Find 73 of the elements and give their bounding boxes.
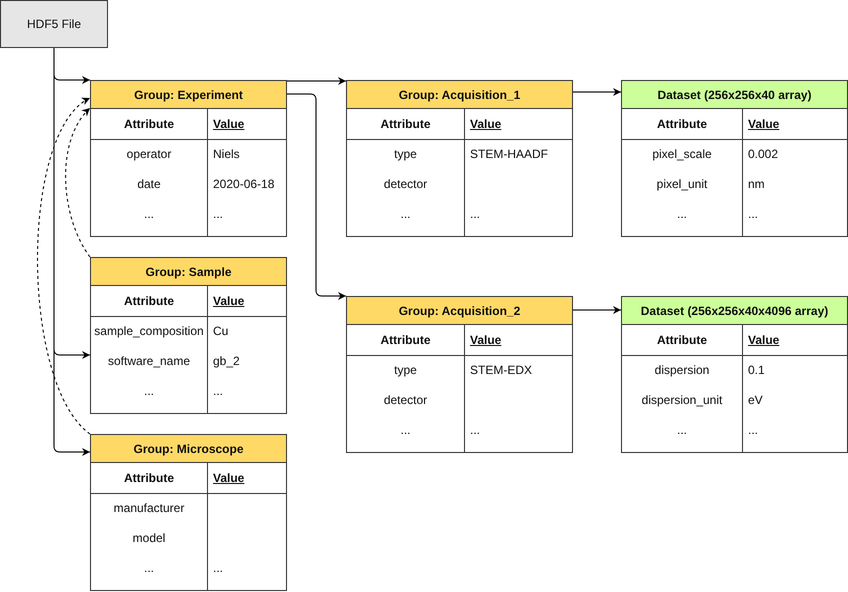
column-header: Attribute bbox=[657, 109, 707, 139]
attribute-name: operator bbox=[126, 139, 172, 169]
attribute-name: model bbox=[132, 523, 166, 553]
attribute-name: detector bbox=[384, 169, 428, 199]
attribute-value: ... bbox=[213, 376, 224, 406]
attribute-table bbox=[621, 296, 848, 453]
attribute-value: 2020-06-18 bbox=[213, 169, 274, 199]
attribute-table bbox=[90, 434, 287, 591]
attribute-value: nm bbox=[748, 169, 765, 199]
column-header: Value bbox=[213, 286, 244, 316]
column-header: Value bbox=[213, 463, 244, 493]
column-header: Attribute bbox=[657, 325, 707, 355]
arrow bbox=[572, 88, 622, 96]
table-title: Group: Acquisition_2 bbox=[347, 297, 572, 325]
attribute-value: STEM-EDX bbox=[470, 355, 532, 385]
attribute-value: eV bbox=[748, 385, 763, 415]
attribute-table bbox=[90, 257, 287, 414]
column-header: Attribute bbox=[380, 109, 430, 139]
attribute-name: sample_composition bbox=[94, 316, 204, 346]
attribute-name: date bbox=[137, 169, 161, 199]
table-title: Group: Acquisition_1 bbox=[347, 81, 572, 109]
table-title: Group: Sample bbox=[91, 258, 286, 286]
attribute-name: manufacturer bbox=[114, 493, 184, 523]
arrow bbox=[572, 306, 622, 314]
attribute-value: ... bbox=[213, 553, 224, 583]
attribute-name: ... bbox=[400, 415, 410, 445]
attribute-table bbox=[346, 80, 573, 237]
attribute-name: type bbox=[394, 355, 417, 385]
attribute-name: ... bbox=[677, 415, 687, 445]
column-header: Value bbox=[213, 109, 244, 139]
attribute-name: pixel_scale bbox=[652, 139, 712, 169]
attribute-name: dispersion_unit bbox=[642, 385, 722, 415]
attribute-name: detector bbox=[384, 385, 428, 415]
attribute-name: ... bbox=[677, 199, 687, 229]
attribute-value: ... bbox=[748, 415, 758, 445]
attribute-name: ... bbox=[144, 553, 154, 583]
column-header: Value bbox=[748, 325, 780, 355]
attribute-name: type bbox=[394, 139, 417, 169]
dashed-arrow bbox=[65, 108, 90, 258]
attribute-value: Niels bbox=[213, 139, 240, 169]
column-header: Attribute bbox=[124, 286, 174, 316]
attribute-value: Cu bbox=[213, 316, 228, 346]
attribute-value: ... bbox=[748, 199, 758, 229]
arrow bbox=[286, 94, 346, 300]
attribute-value: ... bbox=[470, 199, 480, 229]
table-title: Dataset (256x256x40x4096 array) bbox=[622, 297, 847, 325]
table-title: Group: Microscope bbox=[91, 435, 286, 463]
attribute-table bbox=[90, 80, 287, 237]
attribute-name: pixel_unit bbox=[656, 169, 708, 199]
column-header: Value bbox=[470, 109, 502, 139]
column-header: Attribute bbox=[124, 109, 174, 139]
column-header: Attribute bbox=[124, 463, 174, 493]
attribute-name: ... bbox=[144, 376, 154, 406]
table-title: Group: Experiment bbox=[91, 81, 286, 109]
attribute-table bbox=[621, 80, 848, 237]
attribute-value: ... bbox=[213, 199, 224, 229]
attribute-name: dispersion bbox=[654, 355, 710, 385]
arrow bbox=[286, 77, 346, 85]
attribute-value: 0.1 bbox=[748, 355, 765, 385]
attribute-value: gb_2 bbox=[213, 346, 240, 376]
attribute-name: software_name bbox=[108, 346, 190, 376]
dashed-arrow bbox=[37, 98, 90, 434]
column-header: Value bbox=[748, 109, 780, 139]
column-header: Attribute bbox=[380, 325, 430, 355]
attribute-value: 0.002 bbox=[748, 139, 778, 169]
table-title: Dataset (256x256x40 array) bbox=[622, 81, 847, 109]
column-header: Value bbox=[470, 325, 502, 355]
attribute-name: ... bbox=[144, 199, 154, 229]
attribute-value: ... bbox=[470, 415, 480, 445]
attribute-table bbox=[346, 296, 573, 453]
attribute-value: STEM-HAADF bbox=[470, 139, 548, 169]
attribute-name: ... bbox=[400, 199, 410, 229]
file-box: HDF5 File bbox=[0, 0, 108, 48]
